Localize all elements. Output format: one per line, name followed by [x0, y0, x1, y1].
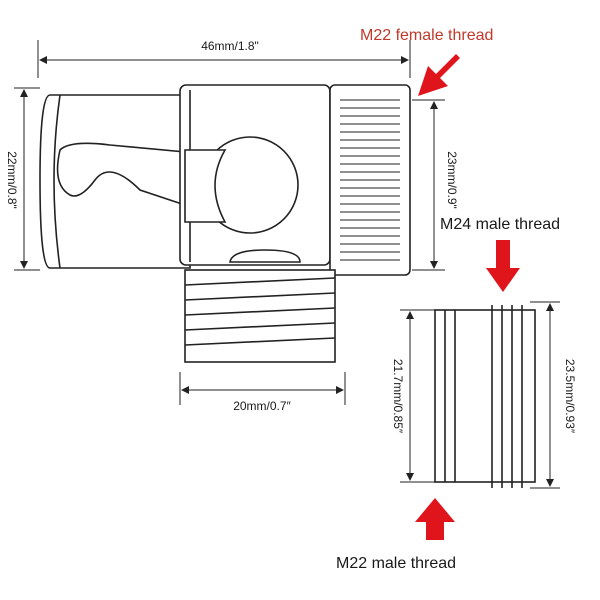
adapter-outer-label: 23.5mm/0.93″	[563, 359, 577, 434]
dimension-adapter-inner: 21.7mm/0.85″	[391, 309, 440, 483]
nut-height-label: 23mm/0.9"	[445, 151, 459, 209]
dimension-outlet-width: 20mm/0.7″	[179, 372, 346, 413]
adapter-threads	[444, 305, 523, 488]
adapter-inner-label: 21.7mm/0.85″	[391, 359, 405, 434]
body-height-label: 22mm/0.8"	[5, 151, 19, 209]
adapter-drawing	[434, 305, 536, 488]
red-arrow-icon	[415, 498, 455, 540]
red-arrow-icon	[418, 54, 460, 96]
female-thread-label: M22 female thread	[360, 27, 493, 44]
callout-m22-male-thread: M22 male thread	[336, 498, 456, 572]
dimension-nut-height: 23mm/0.9"	[412, 99, 459, 271]
overall-width-label: 46mm/1.8"	[201, 39, 259, 53]
outlet-threads	[184, 277, 336, 346]
dimension-adapter-outer: 23.5mm/0.93″	[530, 301, 577, 489]
callout-female-thread: M22 female thread	[360, 27, 493, 96]
m24-thread-label: M24 male thread	[440, 216, 560, 233]
m22-thread-label: M22 male thread	[336, 555, 456, 572]
dimension-body-height: 22mm/0.8"	[5, 87, 40, 271]
valve-body-drawing	[39, 84, 411, 363]
nut-knurling	[340, 99, 400, 261]
callout-m24-male-thread: M24 male thread	[440, 216, 560, 292]
red-arrow-icon	[486, 240, 520, 292]
dimension-overall-width: 46mm/1.8"	[37, 39, 411, 78]
outlet-width-label: 20mm/0.7″	[233, 399, 291, 413]
